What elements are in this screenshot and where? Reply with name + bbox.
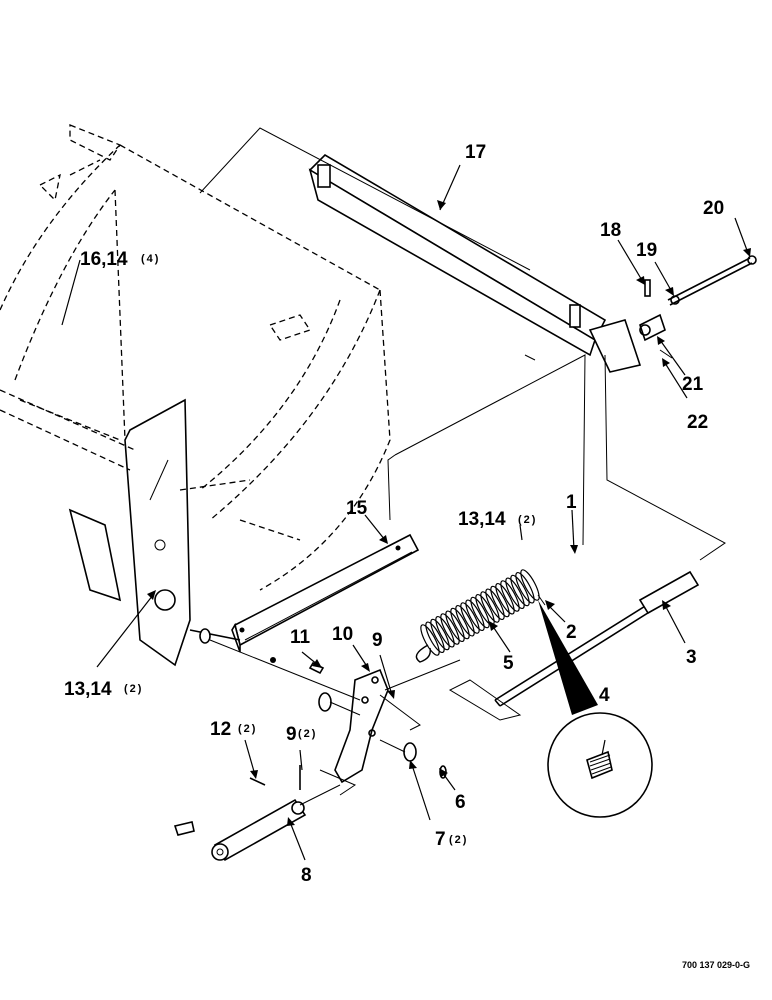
callout-17: 17 — [465, 142, 486, 163]
callout-18: 18 — [600, 220, 621, 241]
spring-coil — [445, 610, 465, 643]
spring-coil — [460, 602, 480, 634]
callout-22: 22 — [687, 412, 708, 433]
callout-21: 21 — [682, 374, 704, 395]
phantom-lines — [199, 127, 726, 701]
callout-5: 5 — [503, 653, 514, 674]
link-arm — [173, 765, 357, 862]
spring-coil — [455, 604, 475, 637]
leader-lines — [61, 164, 751, 861]
callout-13-14-upper: 13,14 — [458, 509, 506, 530]
spring-coil — [515, 571, 535, 604]
spring-coil — [430, 618, 450, 651]
spring-coil — [440, 613, 460, 645]
spring-coil — [520, 569, 540, 601]
callout-16-14: 16,14 — [80, 249, 128, 270]
callout-16-14-qty: (4) — [141, 253, 160, 265]
callout-13-14-upper-qty: (2) — [518, 514, 537, 526]
callout-6: 6 — [455, 792, 466, 813]
callout-20: 20 — [703, 198, 724, 219]
callout-9-upper: 9 — [372, 630, 383, 651]
callout-3: 3 — [686, 647, 697, 668]
spring — [415, 569, 540, 663]
callout-8: 8 — [301, 865, 312, 886]
detail-view — [538, 600, 653, 818]
callout-11: 11 — [290, 627, 311, 648]
tension-rod — [448, 570, 700, 721]
callout-19: 19 — [636, 240, 657, 261]
top-beam — [308, 153, 642, 373]
pivot-hardware — [639, 255, 757, 359]
housing-shroud — [0, 124, 391, 591]
spring-coil — [470, 596, 490, 629]
callout-12-qty: (2) — [238, 723, 257, 735]
drawing-number: 700 137 029-0-G — [682, 960, 750, 970]
callout-labels: 17 20 18 19 21 22 16,14 (4) 15 13,14 (2)… — [64, 142, 750, 970]
spring-coil — [490, 585, 510, 618]
callout-7: 7 — [435, 829, 446, 850]
callout-10: 10 — [332, 624, 353, 645]
spring-coil — [425, 621, 445, 654]
callout-1: 1 — [566, 492, 577, 513]
spring-coil — [505, 577, 525, 610]
spring-coil — [480, 591, 500, 623]
callout-2: 2 — [566, 622, 577, 643]
callout-9-lower-qty: (2) — [298, 728, 317, 740]
callout-15: 15 — [346, 498, 368, 519]
lower-beam — [231, 533, 420, 653]
callout-13-14-lower-qty: (2) — [124, 683, 143, 695]
lever-arm — [334, 668, 421, 784]
spring-coil — [500, 580, 520, 612]
callout-7-qty: (2) — [449, 834, 468, 846]
spring-coil — [475, 593, 495, 626]
spring-coil — [495, 582, 515, 615]
spring-coil — [485, 588, 505, 621]
spring-coil — [435, 615, 455, 648]
callout-4: 4 — [599, 685, 610, 706]
callout-9-lower: 9 — [286, 724, 297, 745]
spring-coil — [510, 574, 530, 607]
side-plate — [68, 398, 191, 667]
spring-hook — [415, 644, 431, 663]
callout-12: 12 — [210, 719, 231, 740]
spring-coil — [420, 624, 440, 656]
pivot-shaft — [189, 628, 276, 663]
callout-13-14-lower: 13,14 — [64, 679, 112, 700]
spring-coil — [465, 599, 485, 632]
spring-coil — [450, 607, 470, 640]
